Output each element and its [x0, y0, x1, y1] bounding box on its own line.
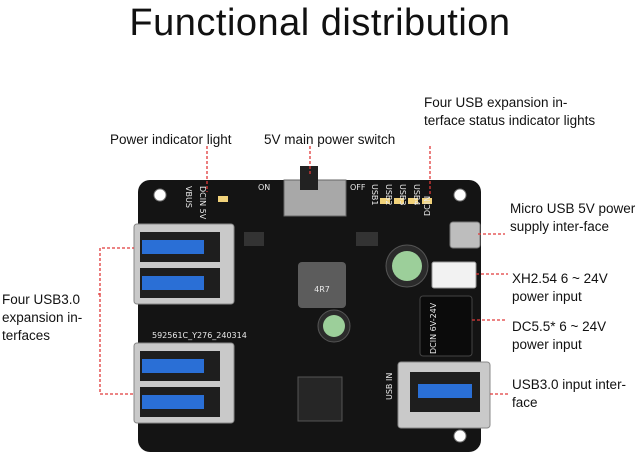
- silk-usb3: USB3: [398, 184, 407, 206]
- label-four-usb3: Four USB3.0 expansion in-terfaces: [2, 292, 83, 343]
- micro-usb-connector: [449, 221, 481, 249]
- inductor-label: 4R7: [314, 285, 330, 294]
- label-dc55: DC5.5* 6 ~ 24V power input: [512, 319, 607, 352]
- label-usb3-input: USB3.0 input inter-face: [512, 377, 627, 410]
- status-led: [394, 198, 404, 204]
- label-main-switch: 5V main power switch: [264, 132, 396, 147]
- silk-board-id: 592561C_Y276_240314: [152, 331, 247, 340]
- label-micro-usb: Micro USB 5V power supply inter-face: [510, 201, 636, 234]
- usb-input-port: [397, 361, 491, 429]
- hub-chip: [297, 376, 343, 422]
- silk-vbus: VBUS: [184, 186, 193, 208]
- usb-port-bottom: [133, 342, 235, 424]
- small-chip: [356, 232, 378, 246]
- label-usb-status: Four USB expansion in-terface status ind…: [424, 95, 596, 128]
- leader-lines: [98, 146, 508, 395]
- silk-usb1: USB1: [370, 184, 379, 206]
- mounting-hole: [453, 429, 467, 443]
- inductor: [298, 262, 346, 308]
- main-power-switch: [283, 166, 347, 217]
- label-power-indicator: Power indicator light: [110, 132, 232, 147]
- dc-jack: [419, 295, 473, 357]
- silk-dcin-24v: DCIN 6V-24V: [429, 302, 438, 354]
- page-title: Functional distribution: [129, 2, 511, 44]
- label-xh254: XH2.54 6 ~ 24V power input: [512, 271, 608, 304]
- capacitor: [385, 244, 429, 288]
- status-led: [408, 198, 418, 204]
- usb-port-top: [133, 223, 235, 305]
- status-led: [422, 198, 432, 204]
- small-chip: [244, 232, 264, 246]
- silk-on: ON: [258, 183, 270, 192]
- capacitor: [317, 309, 351, 343]
- mounting-hole: [453, 188, 467, 202]
- mounting-hole: [153, 188, 167, 202]
- power-led: [218, 196, 228, 202]
- silk-usb4: USB4: [412, 184, 421, 206]
- status-led: [380, 198, 390, 204]
- silk-dcin-5v: DCIN 5V: [198, 186, 207, 220]
- silk-dcin-left: DCIN: [423, 196, 432, 216]
- silk-usb2: USB2: [384, 184, 393, 206]
- silk-off: OFF: [350, 183, 366, 192]
- xh254-connector: [431, 261, 477, 289]
- silk-usb-in: USB IN: [385, 373, 394, 400]
